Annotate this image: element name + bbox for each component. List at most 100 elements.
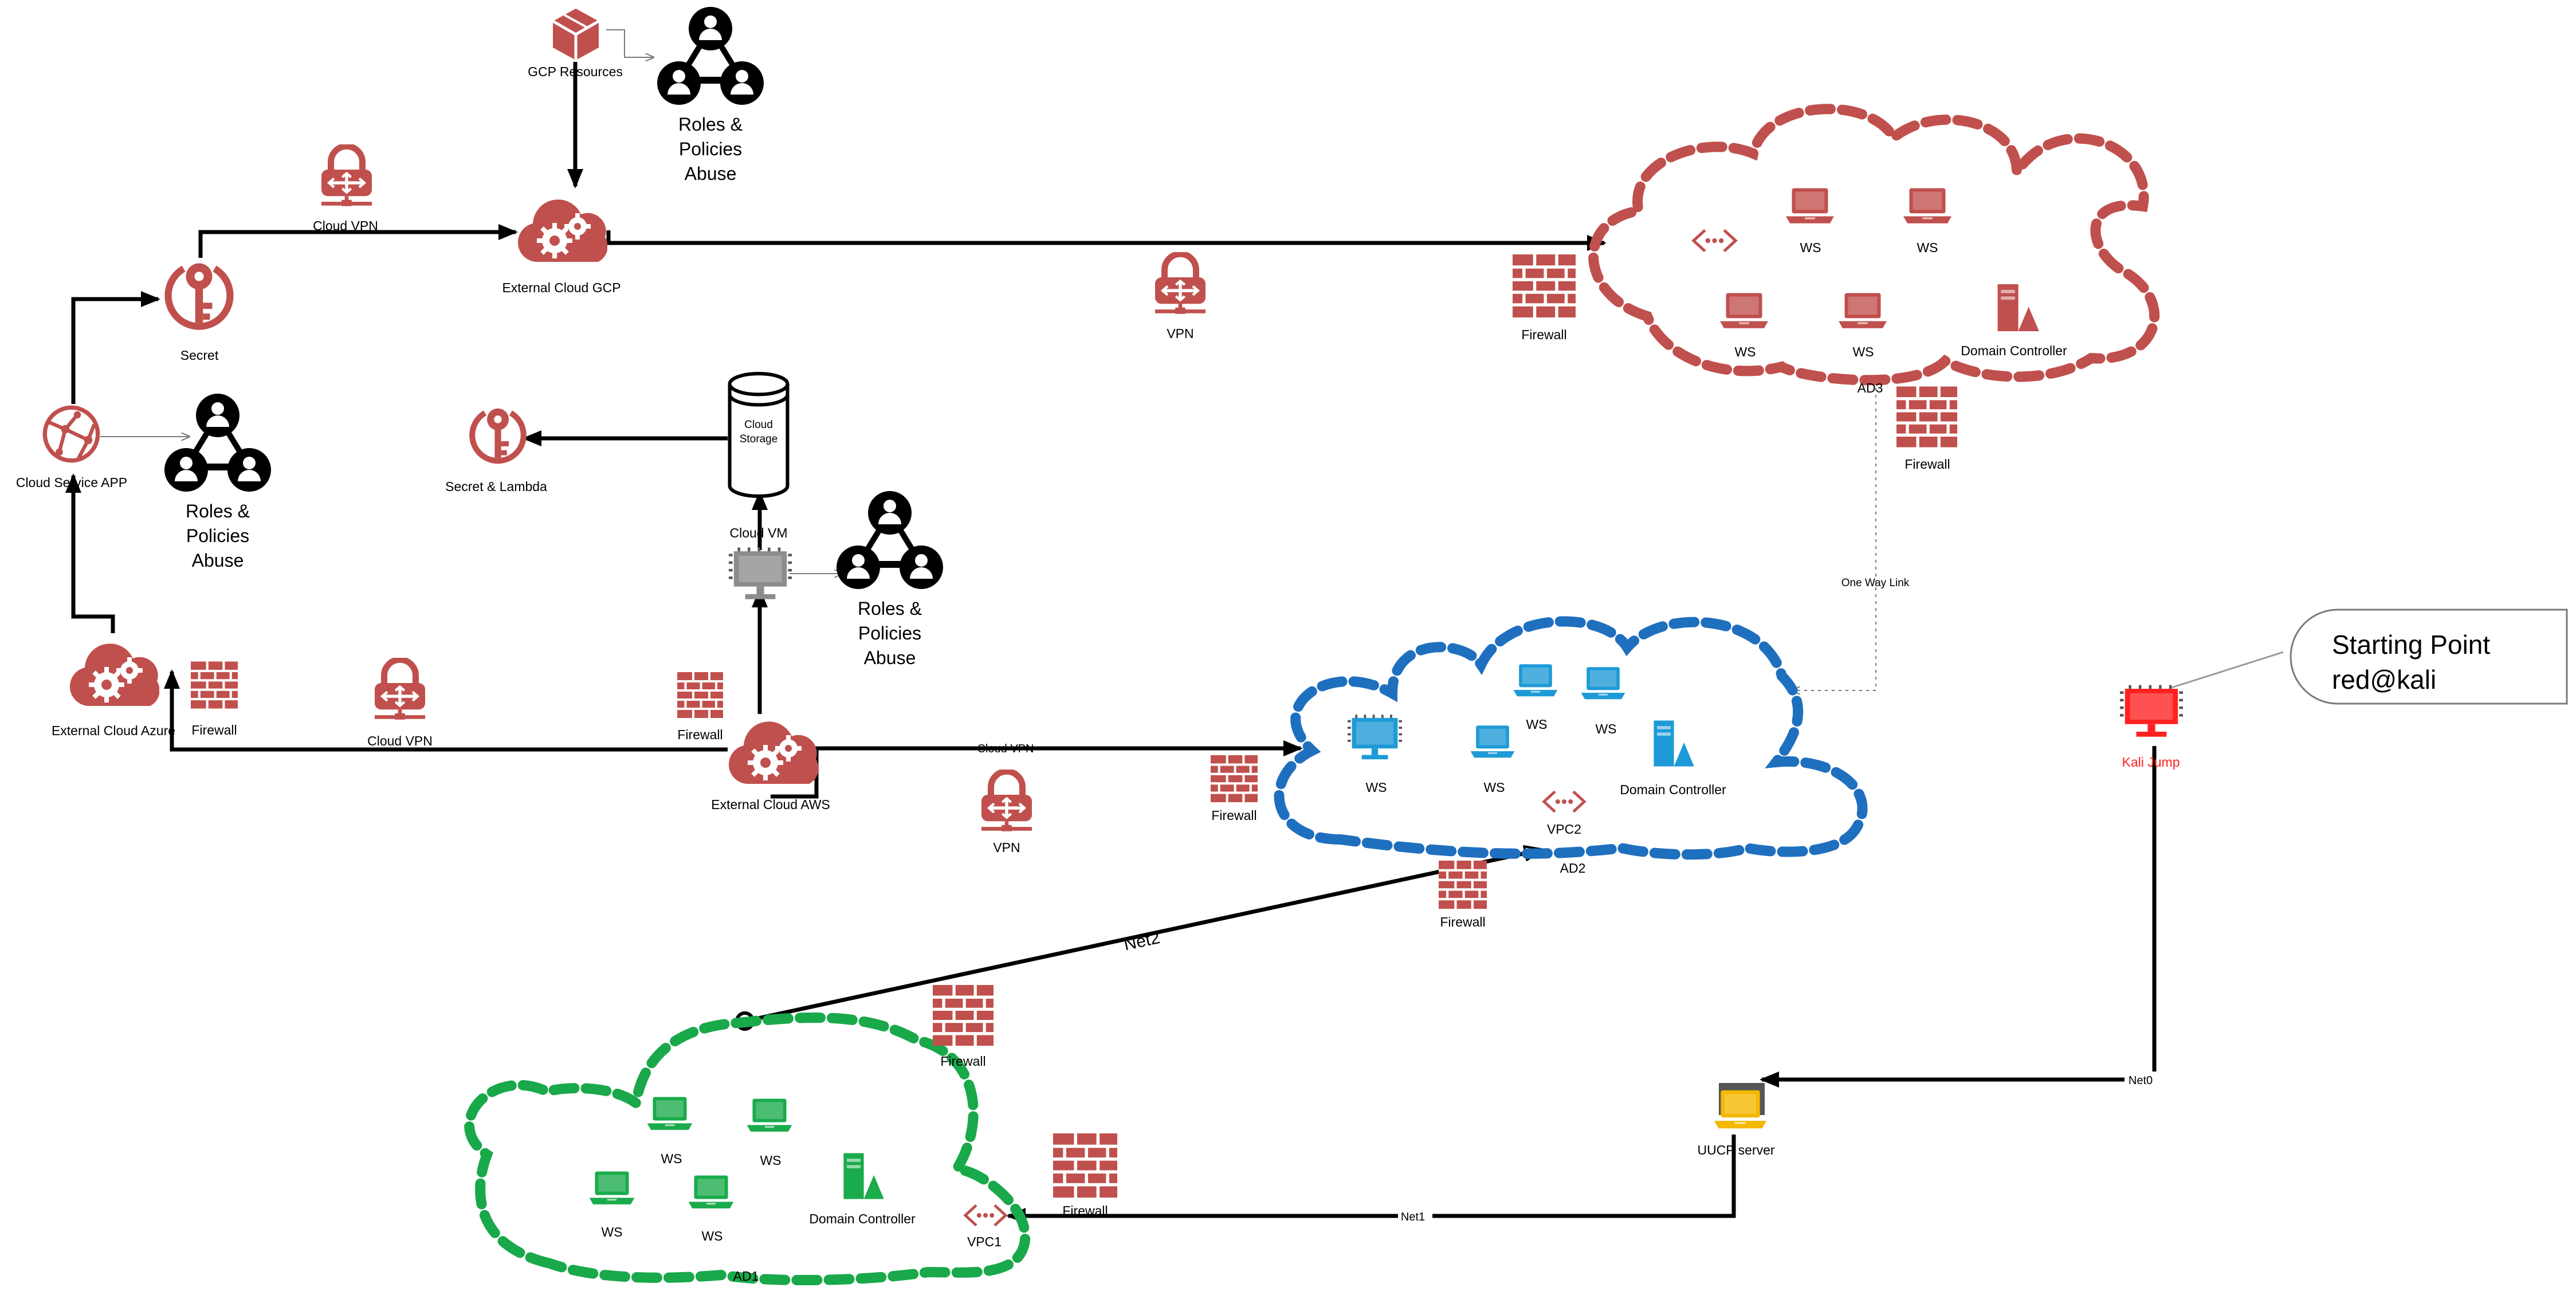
ad1-firewall-2[interactable]: Firewall: [1053, 1133, 1117, 1218]
roles-line-2: Policies: [858, 623, 921, 643]
laptop-icon: [688, 1175, 734, 1208]
start-line-2: red@kali: [2332, 665, 2436, 694]
ad2-ws-4[interactable]: WS: [1470, 725, 1515, 795]
ws-label: WS: [1365, 780, 1387, 795]
key-icon: [472, 409, 524, 461]
roles-line-3: Abuse: [192, 550, 244, 571]
kali-jump[interactable]: Kali Jump: [2120, 685, 2183, 770]
vpn-lock-icon: [375, 660, 425, 720]
vpc-icon: [965, 1205, 1006, 1225]
firewall-label: Firewall: [1521, 327, 1566, 342]
azure-firewall[interactable]: Firewall: [191, 662, 238, 738]
laptop-icon: [1839, 293, 1887, 328]
secret-label: Secret: [180, 348, 219, 363]
roles-line-3: Abuse: [685, 163, 737, 184]
ws-label: WS: [661, 1151, 682, 1166]
firewall-icon: [1211, 755, 1258, 802]
gcp-roles-policies[interactable]: Roles & Policies Abuse: [657, 7, 764, 184]
people-icon: [657, 7, 764, 105]
laptop-icon: [1470, 725, 1515, 758]
cloud-vm[interactable]: Cloud VM: [729, 525, 792, 599]
ad2-ws-3[interactable]: WS: [1348, 715, 1402, 795]
laptop-icon: [1903, 188, 1951, 223]
connectors: [65, 29, 2284, 1224]
external-gcp-label: External Cloud GCP: [502, 280, 621, 295]
external-aws-label: External Cloud AWS: [711, 797, 830, 812]
gcp-resources-label: GCP Resources: [528, 64, 623, 79]
laptop-icon: [1720, 293, 1768, 328]
roles-line-3: Abuse: [864, 647, 916, 668]
ws-label: WS: [1483, 780, 1505, 795]
ad2-ws-1[interactable]: WS: [1513, 664, 1558, 732]
ad2-vpc2[interactable]: VPC2: [1544, 791, 1584, 837]
ad3-firewall[interactable]: Firewall: [1513, 254, 1576, 342]
roles-line-2: Policies: [679, 139, 742, 159]
vpn-lock-icon: [1155, 254, 1205, 314]
firewall-icon: [1053, 1133, 1117, 1198]
ad1-vpc1[interactable]: VPC1: [965, 1205, 1006, 1249]
gear-cloud-icon: [729, 721, 819, 784]
ws-label: WS: [1526, 717, 1547, 732]
ad3-ws-3[interactable]: WS: [1720, 293, 1768, 360]
laptop-icon: [647, 1097, 693, 1130]
ad2-ws-2[interactable]: WS: [1581, 667, 1625, 736]
people-icon: [837, 491, 943, 589]
domain-controller-icon: [1654, 720, 1694, 767]
ad3-ws-4[interactable]: WS: [1839, 293, 1887, 360]
laptop-icon: [589, 1171, 635, 1204]
kali-label: Kali Jump: [2122, 755, 2180, 770]
gcp-cloud-vpn[interactable]: Cloud VPN: [313, 146, 378, 233]
ad3-firewall-2[interactable]: Firewall: [1896, 387, 1957, 472]
globe-app-icon: [45, 407, 97, 460]
external-cloud-gcp[interactable]: External Cloud GCP: [502, 199, 621, 295]
azure-cloud-vpn[interactable]: Cloud VPN: [367, 660, 433, 748]
ws-label: WS: [701, 1229, 722, 1243]
vpc-icon: [1694, 230, 1735, 252]
start-line-1: Starting Point: [2332, 630, 2490, 660]
gcp-vpn[interactable]: VPN: [1155, 254, 1205, 341]
cloud-storage[interactable]: Cloud Storage: [730, 374, 788, 496]
ad2-cloud: [1274, 616, 1868, 860]
ad1-ws-3[interactable]: WS: [589, 1171, 635, 1239]
cloud-service-app-label: Cloud Service APP: [16, 475, 127, 490]
aws-roles-policies[interactable]: Roles & Policies Abuse: [837, 491, 943, 668]
cloud-vpn-label: Cloud VPN: [313, 218, 378, 233]
ad1-firewall[interactable]: Firewall: [933, 985, 994, 1069]
ad3-ws-2[interactable]: WS: [1903, 188, 1951, 256]
firewall-label: Firewall: [940, 1054, 985, 1069]
aws-firewall[interactable]: Firewall: [677, 672, 723, 742]
azure-roles-policies[interactable]: Roles & Policies Abuse: [164, 394, 271, 571]
vpc-label: VPC2: [1547, 822, 1581, 837]
laptop-icon: [747, 1098, 792, 1132]
cloud-vm-label: Cloud VM: [730, 525, 788, 540]
laptop-icon: [1513, 664, 1558, 697]
ad2-firewall[interactable]: Firewall: [1211, 755, 1258, 823]
net1-label: Net1: [1401, 1211, 1425, 1223]
ad3-domain-controller[interactable]: Domain Controller: [1961, 284, 2067, 358]
ad3-ws-1[interactable]: WS: [1786, 188, 1834, 256]
ad1-ws-1[interactable]: WS: [647, 1097, 693, 1166]
ad1-ws-4[interactable]: WS: [688, 1175, 734, 1243]
aws-vpn[interactable]: VPN: [981, 771, 1032, 855]
firewall-label: Firewall: [1211, 808, 1256, 823]
gcp-resources[interactable]: GCP Resources: [528, 9, 623, 79]
storage-line-1: Cloud: [744, 419, 773, 431]
gcp-secret[interactable]: Secret: [168, 263, 230, 363]
ws-label: WS: [1852, 344, 1874, 359]
cloud-vpn-label: Cloud VPN: [367, 733, 433, 748]
ad2-domain-controller[interactable]: Domain Controller: [1620, 720, 1726, 798]
starting-point-callout: Starting Point red@kali: [2290, 609, 2568, 705]
domain-controller-icon: [1997, 284, 2039, 331]
uucp-server[interactable]: UUCP server: [1697, 1083, 1775, 1157]
firewall-icon: [1513, 254, 1576, 317]
external-cloud-aws[interactable]: External Cloud AWS: [711, 721, 830, 812]
dc-label: Domain Controller: [1620, 782, 1726, 797]
secret-lambda[interactable]: Secret & Lambda: [445, 409, 547, 494]
ad1-domain-controller[interactable]: Domain Controller: [809, 1153, 916, 1227]
external-cloud-azure[interactable]: External Cloud Azure: [52, 643, 175, 738]
ad2-name: AD2: [1560, 861, 1586, 876]
ad1-cloud: [464, 1012, 1031, 1286]
ad2-firewall-2[interactable]: Firewall: [1439, 861, 1487, 929]
cloud-service-app[interactable]: Cloud Service APP: [16, 407, 127, 490]
ad1-ws-2[interactable]: WS: [747, 1098, 792, 1168]
